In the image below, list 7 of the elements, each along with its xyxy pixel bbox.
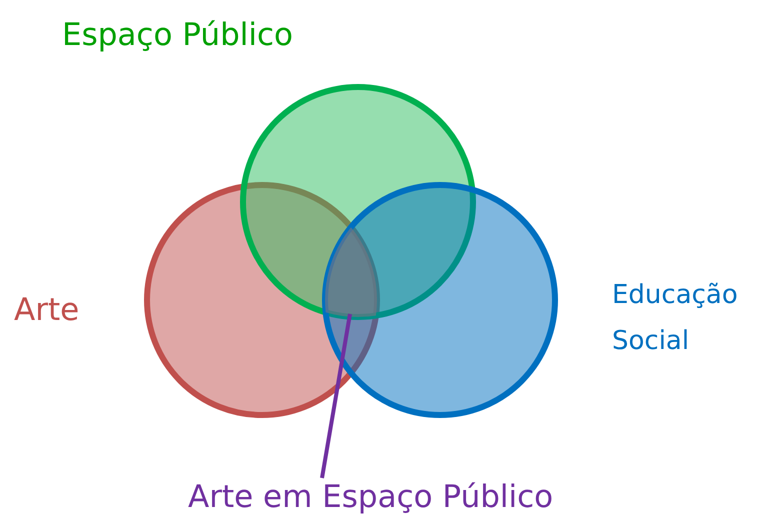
overlap-region [325, 227, 377, 317]
set-label: Educação Social [612, 279, 739, 358]
set-label: Espaço Público [62, 16, 294, 55]
intersection-label: Arte em Espaço Público [188, 474, 554, 520]
venn-circle [322, 182, 558, 418]
leader-line [320, 314, 352, 478]
set-label: Arte [14, 291, 80, 330]
